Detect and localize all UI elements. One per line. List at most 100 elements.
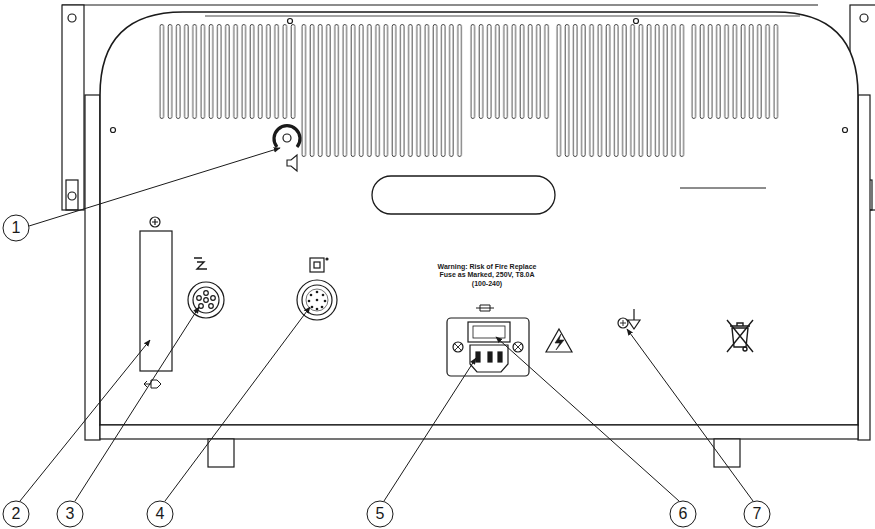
- weee-symbol: [727, 320, 753, 352]
- ground-stud: [618, 318, 628, 328]
- callout-circle: [3, 215, 29, 241]
- iec-pin: [498, 352, 502, 362]
- side-strip: [858, 95, 870, 440]
- leader-line: [384, 358, 476, 501]
- handle-slot: [372, 176, 766, 214]
- connector-pin: [197, 296, 202, 301]
- callout-circle: [670, 501, 696, 527]
- iec-pin: [488, 352, 492, 362]
- hazard-symbol: [546, 329, 572, 352]
- bracket-hole: [68, 14, 76, 22]
- speaker-arc: [274, 126, 300, 147]
- connector-pins: [310, 294, 313, 297]
- connector-3: [188, 258, 224, 318]
- left-bracket: [62, 5, 84, 210]
- bottom-strip: [100, 425, 858, 439]
- vent-slots: [690, 24, 780, 120]
- connector-face: [193, 287, 219, 313]
- connector-pins: [316, 291, 319, 294]
- connector-pins: [324, 300, 327, 303]
- connector-pin: [199, 304, 204, 309]
- lightning-bolt: [555, 334, 564, 350]
- bin-cross: [727, 320, 753, 352]
- leader-line: [20, 340, 150, 501]
- bin-wheel: [743, 347, 747, 351]
- vent-slots: [158, 24, 780, 158]
- connector-symbol: [310, 258, 324, 272]
- label-line: [680, 188, 766, 189]
- handle-slot: [372, 176, 555, 214]
- connector-4: [297, 258, 337, 320]
- callout-number: 6: [670, 501, 696, 527]
- screw-hole: [111, 128, 116, 133]
- leader-line: [496, 337, 679, 501]
- connector-pins: [308, 300, 311, 303]
- screw-hole: [288, 19, 293, 24]
- inlet-screw: [515, 344, 521, 350]
- ground-symbol: [628, 309, 640, 329]
- hazard-triangle: [546, 329, 572, 352]
- callout-circle: [367, 501, 393, 527]
- connector-ring: [188, 282, 224, 318]
- screw-hole: [843, 128, 848, 133]
- slot-screw: [152, 219, 158, 225]
- ground-terminal: [618, 309, 640, 329]
- callouts: [3, 148, 770, 527]
- interface-slot: [140, 217, 172, 388]
- callout-number: 3: [57, 501, 83, 527]
- callout-number: 4: [147, 501, 173, 527]
- vent-slots: [469, 24, 551, 120]
- inlet-screw: [455, 344, 461, 350]
- connector-pin: [204, 291, 209, 296]
- bracket-tab: [66, 180, 78, 210]
- connector-pins: [316, 299, 319, 302]
- connector-pin: [211, 296, 216, 301]
- connector-pin: [204, 298, 209, 303]
- callout-circle: [57, 501, 83, 527]
- connector-symbol: [194, 258, 207, 269]
- callout-number: 5: [367, 501, 393, 527]
- foot: [208, 439, 234, 467]
- callout-circle: [3, 501, 29, 527]
- panel-outline: [100, 12, 858, 425]
- fuse-symbol: [476, 305, 494, 311]
- warning-label: Warning: Risk of Fire Replace Fuse as Ma…: [437, 263, 537, 288]
- panel-top-edge: [205, 16, 800, 17]
- vent-slots: [158, 24, 298, 120]
- callout-circle: [147, 501, 173, 527]
- inlet-screw: [453, 342, 463, 352]
- inlet-screw: [513, 342, 523, 352]
- vent-slots: [300, 24, 464, 158]
- leader-line: [29, 148, 280, 226]
- fuse-drawer: [468, 322, 510, 342]
- bracket-hole: [860, 14, 868, 22]
- bracket-hole: [68, 192, 76, 200]
- slot-screw: [150, 217, 160, 227]
- iec-pin: [476, 352, 480, 362]
- connector-pins: [321, 306, 324, 309]
- callout-number: 7: [744, 501, 770, 527]
- side-strip: [85, 95, 100, 440]
- connector-pins: [311, 306, 314, 309]
- leader-line: [75, 307, 199, 501]
- leader-line: [627, 329, 753, 501]
- fuse-drawer: [473, 326, 505, 338]
- ground-stud: [620, 320, 626, 326]
- connector-symbol: [326, 258, 328, 260]
- connector-pins: [322, 294, 325, 297]
- interface-symbol: [144, 380, 161, 388]
- screw-hole: [634, 19, 639, 24]
- leader-line: [165, 307, 310, 501]
- connector-pins: [308, 291, 327, 311]
- vent-slots: [555, 24, 687, 158]
- bin-lid: [730, 323, 750, 326]
- inlet-plate: [447, 318, 529, 376]
- callout-number: 2: [3, 501, 29, 527]
- speaker-hole: [283, 134, 291, 142]
- speaker-symbol: [287, 155, 297, 171]
- connector-pin: [209, 304, 214, 309]
- power-inlet: [447, 305, 529, 376]
- housing-frame: [62, 5, 875, 467]
